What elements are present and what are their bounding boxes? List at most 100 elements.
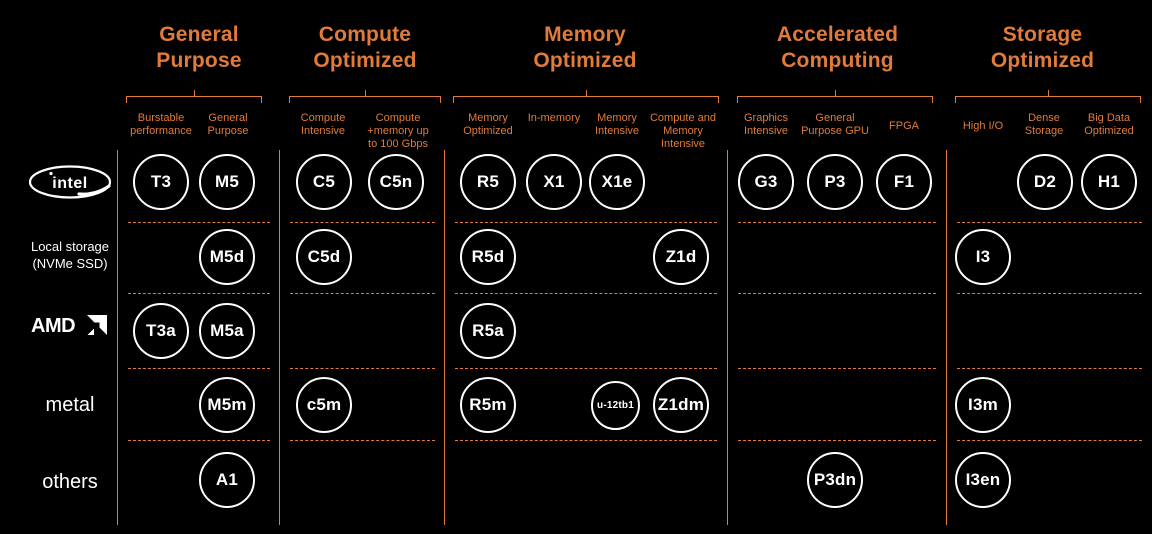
instance-chip-r5[interactable]: R5	[460, 154, 516, 210]
sublabel-dense-storage: Dense Storage	[1008, 112, 1080, 138]
chip-label: C5n	[379, 172, 413, 191]
instance-chip-m5d[interactable]: M5d	[199, 229, 255, 285]
sublabel-line2: Memory	[663, 125, 703, 137]
sublabel-memory-intensive: Memory Intensive	[579, 112, 655, 138]
instance-chip-i3[interactable]: I3	[955, 229, 1011, 285]
sublabel-general-purpose-gpu: General Purpose GPU	[785, 112, 885, 138]
instance-chip-m5m[interactable]: M5m	[199, 377, 255, 433]
sublabel-graphics-intensive: Graphics Intensive	[729, 112, 803, 138]
chip-label: P3	[824, 172, 846, 191]
group-title-line2: Computing	[781, 49, 894, 72]
instance-chip-z1d[interactable]: Z1d	[653, 229, 709, 285]
row-label-line1: others	[42, 471, 98, 493]
sublabel-line1: In-memory	[527, 112, 581, 124]
row-separator-2-gp	[128, 293, 270, 294]
instance-chip-c5[interactable]: C5	[296, 154, 352, 210]
instance-chip-p3dn[interactable]: P3dn	[807, 452, 863, 508]
sublabel-big-data-optimized: Big Data Optimized	[1070, 112, 1148, 138]
group-title-general-purpose: General Purpose	[120, 22, 278, 74]
sublabel-line1: FPGA	[889, 120, 919, 132]
instance-chip-c5d[interactable]: C5d	[296, 229, 352, 285]
chip-label: X1	[543, 172, 565, 191]
chip-label: I3	[975, 247, 991, 266]
svg-text:intel: intel	[52, 175, 87, 192]
sublabel-line1: Memory	[468, 112, 508, 124]
svg-text:AMD: AMD	[31, 315, 75, 337]
bracket-stem	[365, 90, 366, 97]
group-separator-5	[946, 150, 947, 525]
chip-label: R5d	[471, 247, 505, 266]
chip-label: c5m	[306, 395, 342, 414]
group-title-line1: General	[159, 23, 239, 46]
instance-chip-r5d[interactable]: R5d	[460, 229, 516, 285]
instance-chip-h1[interactable]: H1	[1081, 154, 1137, 210]
sublabel-line1: General	[208, 112, 248, 124]
bracket-stem	[1048, 90, 1049, 97]
row-separator-4-mo	[455, 440, 717, 441]
bracket-tick-right	[718, 96, 719, 103]
chip-label: R5a	[472, 321, 504, 340]
amd-logo: AMD	[31, 315, 107, 337]
instance-chip-d2[interactable]: D2	[1017, 154, 1073, 210]
instance-chip-r5m[interactable]: R5m	[460, 377, 516, 433]
bracket-stem	[194, 90, 195, 97]
group-title-line2: Purpose	[156, 49, 242, 72]
row-separator-2-mo	[455, 293, 717, 294]
bracket-compute-optimized	[289, 90, 441, 103]
sublabel-burstable-performance: Burstable performance	[121, 112, 201, 138]
sublabel-line2: Purpose	[207, 125, 249, 137]
sublabel-line3: Intensive	[660, 138, 706, 150]
row-label-amd: AMD	[0, 310, 140, 340]
instance-chip-t3a[interactable]: T3a	[133, 303, 189, 359]
sublabel-line2: Optimized	[463, 125, 513, 137]
bracket-general-purpose	[126, 90, 262, 103]
chip-label: R5m	[469, 395, 507, 414]
instance-chip-u-12tb1[interactable]: u-12tb1	[591, 381, 640, 430]
sublabel-line2: Intensive	[743, 125, 789, 137]
instance-chip-x1e[interactable]: X1e	[589, 154, 645, 210]
sublabel-line1: Dense	[1028, 112, 1060, 124]
intel-logo: intel	[28, 165, 112, 199]
sublabel-line1: Burstable	[137, 112, 185, 124]
row-label-intel: intel	[0, 160, 140, 204]
instance-chip-i3en[interactable]: I3en	[955, 452, 1011, 508]
sublabel-line3: to 100 Gbps	[368, 138, 428, 150]
group-title-line2: Optimized	[533, 49, 637, 72]
instance-chip-z1dm[interactable]: Z1dm	[653, 377, 709, 433]
row-separator-3-co	[290, 368, 435, 369]
instance-chip-i3m[interactable]: I3m	[955, 377, 1011, 433]
instance-chip-m5[interactable]: M5	[199, 154, 255, 210]
row-separator-3-mo	[455, 368, 717, 369]
row-separator-4-co	[290, 440, 435, 441]
bracket-tick-right	[261, 96, 262, 103]
sublabel-line1: Memory	[597, 112, 637, 124]
group-title-memory-optimized: Memory Optimized	[460, 22, 710, 74]
sublabel-compute-memory: Compute +memory up to 100 Gbps	[355, 112, 441, 151]
instance-chip-x1[interactable]: X1	[526, 154, 582, 210]
bracket-tick-right	[932, 96, 933, 103]
bracket-tick-left	[453, 96, 454, 103]
chip-label: I3m	[968, 395, 998, 414]
group-title-line1: Storage	[1002, 23, 1083, 46]
sublabel-line1: Compute	[300, 112, 346, 124]
instance-chip-f1[interactable]: F1	[876, 154, 932, 210]
sublabel-line2: +memory up	[367, 125, 429, 137]
bracket-memory-optimized	[453, 90, 719, 103]
instance-chip-t3[interactable]: T3	[133, 154, 189, 210]
group-separator-4	[727, 150, 728, 525]
instance-chip-r5a[interactable]: R5a	[460, 303, 516, 359]
row-separator-2-co	[290, 293, 435, 294]
chip-label: H1	[1097, 172, 1121, 191]
chip-label: M5a	[210, 321, 244, 340]
instance-chip-c5n[interactable]: C5n	[368, 154, 424, 210]
instance-chip-a1[interactable]: A1	[199, 452, 255, 508]
group-title-line1: Compute	[318, 23, 412, 46]
instance-chip-c5m[interactable]: c5m	[296, 377, 352, 433]
instance-chip-g3[interactable]: G3	[738, 154, 794, 210]
instance-chip-m5a[interactable]: M5a	[199, 303, 255, 359]
row-separator-2-ac	[738, 293, 936, 294]
instance-chip-p3[interactable]: P3	[807, 154, 863, 210]
sublabel-line2: performance	[130, 125, 192, 137]
group-title-storage-optimized: Storage Optimized	[960, 22, 1125, 74]
